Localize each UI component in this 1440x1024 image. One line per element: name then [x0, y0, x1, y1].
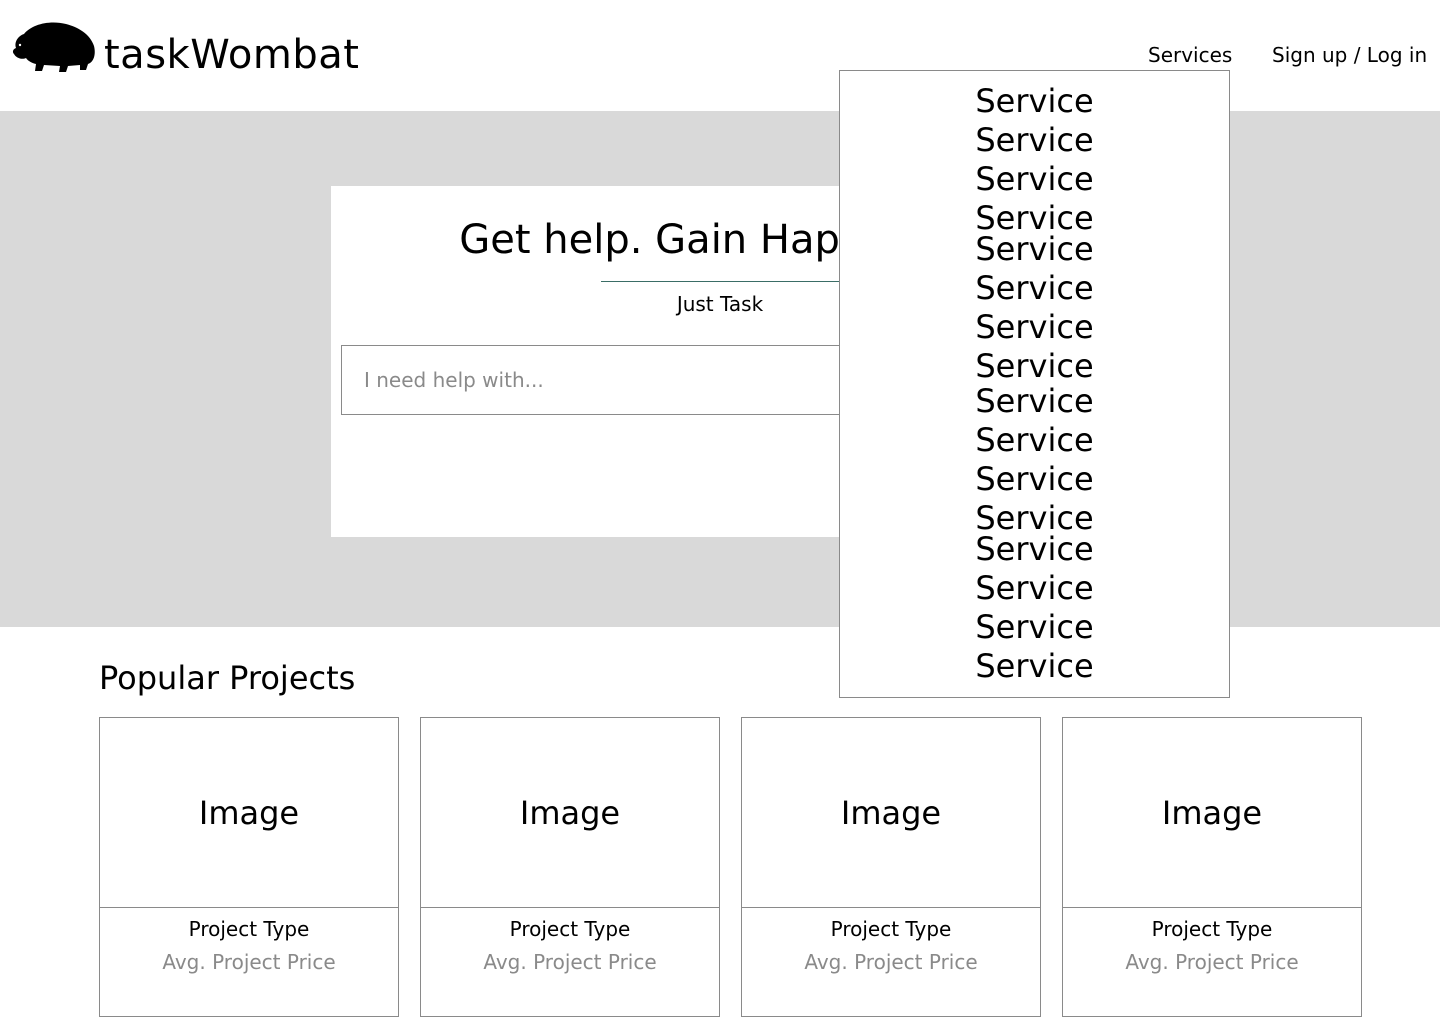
hero-subtitle: Just Task — [676, 292, 764, 316]
hero-divider — [601, 281, 839, 282]
project-card[interactable]: Image Project Type Avg. Project Price — [420, 717, 720, 1017]
project-avg-price: Avg. Project Price — [162, 950, 336, 974]
project-image-placeholder: Image — [1063, 718, 1361, 908]
project-card[interactable]: Image Project Type Avg. Project Price — [1062, 717, 1362, 1017]
project-card[interactable]: Image Project Type Avg. Project Price — [741, 717, 1041, 1017]
project-avg-price: Avg. Project Price — [483, 950, 657, 974]
services-dropdown-menu: Service Service Service Service Service … — [839, 70, 1230, 698]
project-type: Project Type — [1151, 917, 1273, 941]
project-image-placeholder: Image — [742, 718, 1040, 908]
dropdown-item-service[interactable]: Service — [975, 569, 1094, 607]
dropdown-item-service[interactable]: Service — [975, 230, 1094, 268]
project-image-placeholder: Image — [100, 718, 398, 908]
dropdown-item-service[interactable]: Service — [975, 499, 1094, 537]
project-card[interactable]: Image Project Type Avg. Project Price — [99, 717, 399, 1017]
dropdown-item-service[interactable]: Service — [975, 269, 1094, 307]
dropdown-item-service[interactable]: Service — [975, 530, 1094, 568]
dropdown-item-service[interactable]: Service — [975, 199, 1094, 237]
project-avg-price: Avg. Project Price — [804, 950, 978, 974]
nav-signup-login-link[interactable]: Sign up / Log in — [1272, 43, 1428, 67]
project-avg-price: Avg. Project Price — [1125, 950, 1299, 974]
dropdown-item-service[interactable]: Service — [975, 347, 1094, 385]
dropdown-item-service[interactable]: Service — [975, 160, 1094, 198]
dropdown-item-service[interactable]: Service — [975, 382, 1094, 420]
brand-name[interactable]: taskWombat — [104, 32, 360, 78]
dropdown-item-service[interactable]: Service — [975, 608, 1094, 646]
project-type: Project Type — [830, 917, 952, 941]
dropdown-item-service[interactable]: Service — [975, 82, 1094, 120]
project-type: Project Type — [188, 917, 310, 941]
dropdown-item-service[interactable]: Service — [975, 647, 1094, 685]
nav-services-link[interactable]: Services — [1148, 43, 1233, 67]
dropdown-item-service[interactable]: Service — [975, 460, 1094, 498]
project-cards: Image Project Type Avg. Project Price Im… — [99, 717, 1362, 1017]
dropdown-item-service[interactable]: Service — [975, 421, 1094, 459]
popular-projects-title: Popular Projects — [99, 659, 356, 697]
project-image-placeholder: Image — [421, 718, 719, 908]
project-type: Project Type — [509, 917, 631, 941]
logo[interactable] — [10, 18, 96, 78]
dropdown-item-service[interactable]: Service — [975, 121, 1094, 159]
header: taskWombat Services Sign up / Log in — [0, 0, 1440, 111]
wombat-icon — [10, 18, 96, 78]
dropdown-item-service[interactable]: Service — [975, 308, 1094, 346]
